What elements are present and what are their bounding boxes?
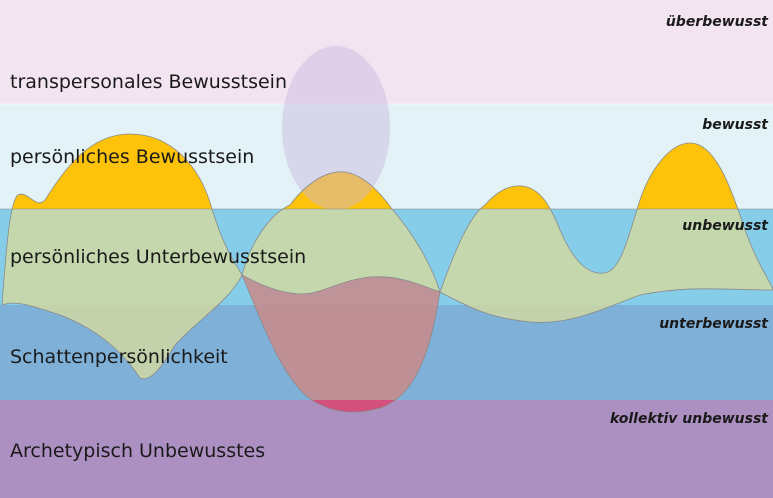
band-tag-subconscious: unterbewusst bbox=[659, 316, 768, 332]
band-tag-unconscious: unbewusst bbox=[682, 218, 768, 234]
personal-consciousness-wave bbox=[12, 133, 738, 209]
band-label-subconscious: Schattenpersönlichkeit bbox=[10, 346, 228, 368]
band-label-collective: Archetypisch Unbewusstes bbox=[10, 440, 266, 462]
band-collective-unconscious bbox=[0, 400, 773, 498]
band-label-transpersonal: transpersonales Bewusstsein bbox=[10, 71, 287, 93]
shadow-personality-lobe bbox=[242, 275, 440, 413]
band-transpersonal bbox=[0, 0, 773, 104]
psyche-outline bbox=[1, 133, 773, 413]
psyche-shape bbox=[0, 46, 773, 413]
band-tag-transpersonal: überbewusst bbox=[665, 14, 768, 30]
band-label-unconscious: persönliches Unterbewusstsein bbox=[10, 246, 307, 268]
transpersonal-ellipse bbox=[282, 46, 390, 210]
band-label-conscious: persönliches Bewusstsein bbox=[10, 146, 255, 168]
band-tag-collective: kollektiv unbewusst bbox=[609, 411, 768, 427]
band-tag-conscious: bewusst bbox=[702, 117, 768, 133]
personal-subconscious-area bbox=[2, 209, 773, 379]
